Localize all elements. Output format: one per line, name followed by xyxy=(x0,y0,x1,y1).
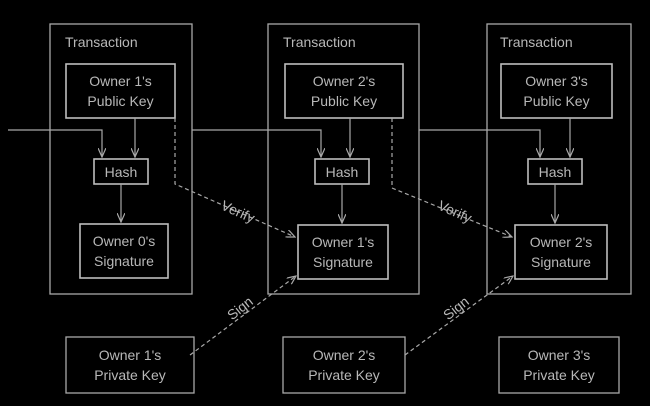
owner-2-public-key-line2: Public Key xyxy=(311,93,377,109)
owner-0-signature-line2: Signature xyxy=(94,253,154,269)
verify-arrow-2 xyxy=(391,118,512,237)
transaction-3-title: Transaction xyxy=(500,34,573,50)
owner-1-public-key-line1: Owner 1's xyxy=(89,73,152,89)
hash-2-label: Hash xyxy=(326,164,359,180)
sign-arrow-1 xyxy=(189,276,296,356)
owner-2-public-key-box xyxy=(284,63,404,119)
verify-label-2: Verify xyxy=(436,197,474,226)
transaction-1-title: Transaction xyxy=(65,34,138,50)
owner-3-private-key-line1: Owner 3's xyxy=(528,347,591,363)
verify-label-1: Verify xyxy=(219,197,257,226)
owner-1-private-key-line1: Owner 1's xyxy=(99,347,162,363)
hash-1-label: Hash xyxy=(105,164,138,180)
chain-link-arrow-2-to-3 xyxy=(419,129,540,157)
owner-1-public-key-box xyxy=(65,63,176,119)
sign-label-1: Sign xyxy=(224,293,256,323)
owner-2-private-key-box xyxy=(282,336,406,394)
transaction-3: Transaction Owner 3's Public Key Hash Ow… xyxy=(486,23,632,295)
transaction-2: Transaction Owner 2's Public Key Hash Ow… xyxy=(267,23,420,295)
owner-0-signature-box xyxy=(79,223,169,279)
owner-1-private-key-line2: Private Key xyxy=(94,367,166,383)
owner-2-signature-box xyxy=(514,224,608,280)
owner-2-signature-line2: Signature xyxy=(531,254,591,270)
owner-3-public-key-line2: Public Key xyxy=(523,93,589,109)
owner-3-private-key-line2: Private Key xyxy=(523,367,595,383)
sign-label-2: Sign xyxy=(440,293,472,323)
owner-1-signature-line2: Signature xyxy=(313,254,373,270)
owner-3-private-key-box xyxy=(498,336,620,394)
sign-arrow-2 xyxy=(404,276,513,356)
owner-2-public-key-line1: Owner 2's xyxy=(313,73,376,89)
transaction-2-title: Transaction xyxy=(283,34,356,50)
owner-1-private-key-box xyxy=(65,336,195,394)
transaction-3-frame xyxy=(486,23,632,295)
owner-2-private-key-line1: Owner 2's xyxy=(313,347,376,363)
owner-1-signature-box xyxy=(297,224,389,280)
owner-3-public-key-box xyxy=(500,63,613,119)
owner-3-public-key-line1: Owner 3's xyxy=(525,73,588,89)
owner-1-public-key-line2: Public Key xyxy=(87,93,153,109)
owner-2-private-key-line2: Private Key xyxy=(308,367,380,383)
transaction-1-frame xyxy=(49,23,193,295)
hash-3-box xyxy=(527,158,583,185)
transaction-1: Transaction Owner 1's Public Key Hash Ow… xyxy=(49,23,193,295)
hash-3-label: Hash xyxy=(539,164,572,180)
transaction-2-frame xyxy=(267,23,420,295)
owner-2-signature-line1: Owner 2's xyxy=(530,234,593,250)
verify-arrow-1 xyxy=(174,118,295,237)
owner-1-signature-line1: Owner 1's xyxy=(312,234,375,250)
chain-input-arrow-1 xyxy=(8,129,102,157)
owner-0-signature-line1: Owner 0's xyxy=(93,233,156,249)
chain-link-arrow-1-to-2 xyxy=(192,129,321,157)
